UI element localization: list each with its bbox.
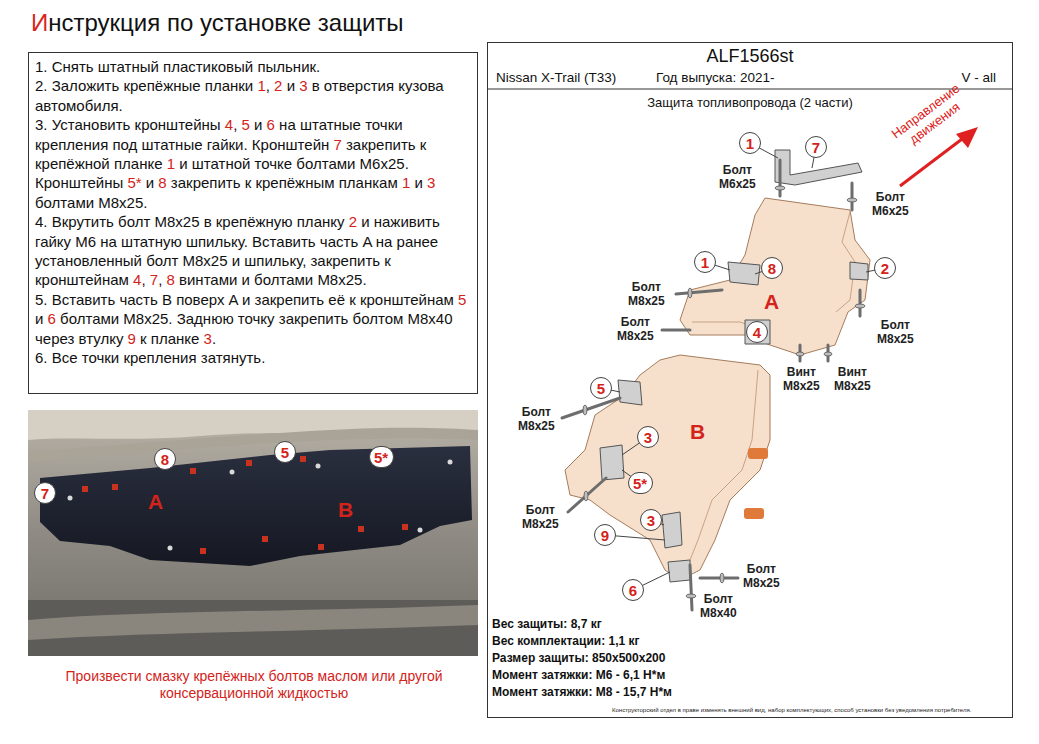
bolt-label: Болт М8х25: [518, 405, 555, 433]
bolt-label: Болт М8х25: [877, 318, 914, 346]
spec-line: Вес комплектации: 1,1 кг: [492, 634, 640, 648]
photo-part-letter: A: [148, 490, 163, 514]
callout-number: 7: [805, 136, 827, 158]
part-number: 6: [48, 310, 56, 327]
instruction-step: 2. Заложить крепёжные планки 1, 2 и 3 в …: [35, 76, 471, 115]
photo: [28, 410, 478, 656]
part-number: 5*: [127, 174, 141, 191]
bolt-label: Болт М8х25: [628, 280, 665, 308]
part-number: 4: [133, 271, 141, 288]
instruction-box: 1. Снять штатный пластиковый пыльник.2. …: [28, 52, 478, 394]
callout-number: 5: [274, 441, 296, 463]
callout-number: 8: [154, 448, 176, 470]
part-number: 3: [299, 77, 307, 94]
instruction-step: 5. Вставить часть B поверх A и закрепить…: [35, 290, 471, 348]
page-title: Инструкция по установке защиты: [31, 9, 404, 37]
bolt-label: Болт М6х25: [719, 163, 756, 191]
instruction-step: 6. Все точки крепления затянуть.: [35, 348, 471, 367]
callout-text: 1: [701, 255, 709, 270]
part-number: 3: [204, 330, 212, 347]
drawing-frame: ALF1566stNissan X-Trail (T33) Год выпуска…: [487, 42, 1013, 718]
instruction-step: 3. Установить кронштейны 4, 5 и 6 на шта…: [35, 115, 471, 212]
callout-number: 5*: [628, 472, 653, 494]
callout-number: 6: [622, 579, 644, 601]
callout-number: 4: [746, 321, 768, 343]
bolt-label: Болт М8х40: [700, 592, 737, 620]
callout-text: 7: [41, 486, 49, 501]
bolt-label: Винт М8х25: [834, 365, 871, 393]
part-number: 1: [167, 155, 175, 172]
callout-text: 9: [601, 528, 609, 543]
header-text: Год выпуска: 2021-: [656, 70, 775, 85]
part-number: 5: [242, 116, 250, 133]
callout-text: 8: [161, 452, 169, 467]
spec-line: Момент затяжки: М6 - 6,1 Н*м: [492, 668, 665, 682]
callout-number: 8: [761, 257, 783, 279]
callout-text: 7: [812, 140, 820, 155]
callout-text: 5: [281, 445, 289, 460]
callout-number: 9: [594, 524, 616, 546]
part-number: 2: [274, 77, 282, 94]
callout-text: 2: [881, 261, 889, 276]
part-number: 8: [166, 271, 174, 288]
drawing-subtitle: Защита топливопровода (2 части): [600, 95, 900, 110]
part-number: 9: [128, 330, 136, 347]
callout-text: 5: [597, 381, 605, 396]
callout-text: 3: [644, 430, 652, 445]
footer-note: Конструкторский отдел в праве изменять в…: [612, 707, 971, 713]
spec-line: Момент затяжки: М8 - 15,7 Н*м: [492, 685, 672, 699]
header-text: ALF1566st: [488, 46, 1012, 67]
part-number: 7: [333, 136, 341, 153]
part-number: 2: [349, 213, 357, 230]
callout-number: 2: [874, 257, 896, 279]
callout-number: 3: [640, 509, 662, 531]
bolt-label: Болт М8х25: [617, 315, 654, 343]
callout-text: 6: [629, 583, 637, 598]
callout-number: 3: [637, 426, 659, 448]
part-letter: A: [764, 290, 779, 314]
header-text: V - all: [961, 70, 996, 85]
part-letter: B: [690, 420, 705, 444]
part-number: 1: [402, 174, 410, 191]
part-number: 6: [267, 116, 275, 133]
callout-number: 7: [34, 482, 56, 504]
callout-number: 1: [739, 132, 761, 154]
direction-label: Направление движения: [881, 75, 979, 159]
callout-number: 5: [590, 377, 612, 399]
part-number: 8: [158, 174, 166, 191]
bolt-label: Болт М6х25: [872, 190, 909, 218]
callout-text: 8: [768, 261, 776, 276]
bolt-label: Винт М8х25: [783, 365, 820, 393]
part-number: 4: [225, 116, 233, 133]
callout-number: 1: [694, 251, 716, 273]
part-number: 1: [257, 77, 265, 94]
spec-line: Вес защиты: 8,7 кг: [492, 617, 602, 631]
callout-number: 5*: [369, 446, 394, 468]
instruction-step: 1. Снять штатный пластиковый пыльник.: [35, 57, 471, 76]
callout-text: 5*: [633, 476, 647, 491]
callout-text: 4: [753, 325, 761, 340]
part-number: 3: [427, 174, 435, 191]
bolt-label: Болт М8х25: [522, 503, 559, 531]
spec-line: Размер защиты: 850х500х200: [492, 651, 665, 665]
photo-part-letter: B: [338, 498, 353, 522]
callout-text: 5*: [374, 450, 388, 465]
lubrication-note: Произвести смазку крепёжных болтов масло…: [30, 668, 478, 702]
callout-text: 1: [746, 136, 754, 151]
instruction-step: 4. Вкрутить болт М8х25 в крепёжную планк…: [35, 212, 471, 290]
part-number: 5: [458, 291, 466, 308]
bolt-label: Болт М8х25: [743, 562, 780, 590]
part-number: 7: [150, 271, 158, 288]
header-text: Nissan X-Trail (T33): [496, 70, 616, 85]
callout-text: 3: [647, 513, 655, 528]
